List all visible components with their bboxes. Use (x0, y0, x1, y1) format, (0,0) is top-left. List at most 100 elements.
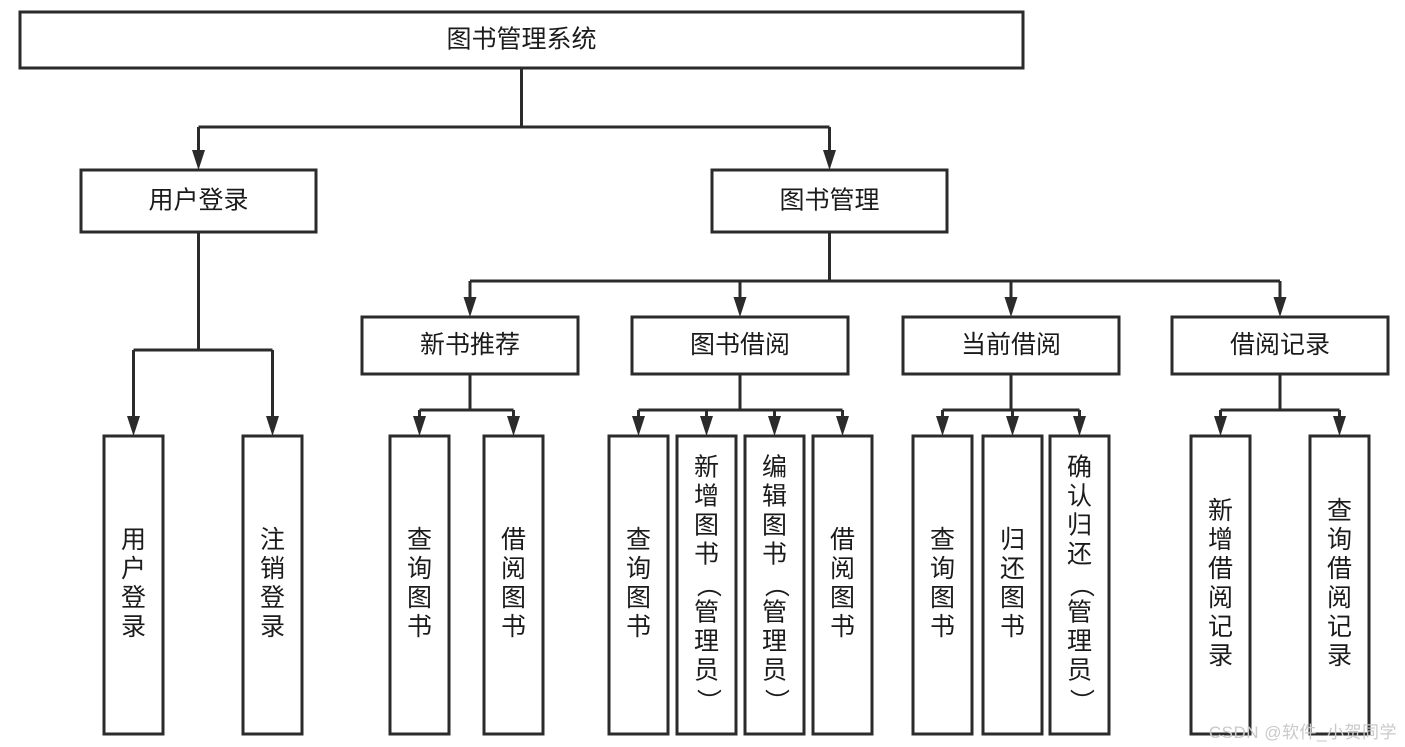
node-box (607, 434, 670, 736)
node-label-char: 新 (1208, 497, 1233, 525)
node-label-char: 注 (260, 526, 285, 554)
node-label-char: 登 (260, 584, 285, 612)
node-label-char: 记 (1208, 613, 1233, 641)
node-label-char: 图 (930, 584, 955, 612)
node-label-char: 书 (762, 541, 787, 569)
node-label-char: 阅 (1208, 584, 1233, 612)
node-current[interactable]: 当前借阅 (901, 315, 1121, 376)
nodes-layer: 图书管理系统用户登录图书管理新书推荐图书借阅当前借阅借阅记录用户登录注销登录查询… (18, 10, 1390, 736)
node-box (710, 168, 949, 234)
node-bookmgmt[interactable]: 图书管理 (710, 168, 949, 234)
node-records[interactable]: 借阅记录 (1170, 315, 1390, 376)
edge-arrowhead (413, 416, 426, 436)
node-label-char: 借 (1208, 555, 1233, 583)
node-label-char: 辑 (762, 483, 787, 511)
node-label: 借阅记录 (1230, 331, 1330, 359)
node-root[interactable]: 图书管理系统 (18, 10, 1025, 70)
edge-arrowhead (733, 297, 747, 317)
node-label-char: 归 (1000, 526, 1025, 554)
edge-arrowhead (768, 416, 781, 436)
edge-arrowhead (1214, 416, 1227, 436)
node-label-char: 还 (1000, 555, 1025, 583)
node-label-char: 记 (1327, 613, 1352, 641)
node-label-char: 户 (121, 555, 146, 583)
node-box (630, 315, 850, 376)
node-box (482, 434, 545, 736)
edge-arrowhead (1333, 416, 1346, 436)
node-login[interactable]: 用户登录 (79, 168, 318, 234)
node-label-char: 认 (1067, 483, 1092, 511)
node-label-char: 阅 (1327, 584, 1352, 612)
node-label-char: 还 (1067, 541, 1092, 569)
node-box (911, 434, 974, 736)
node-label-char: 查 (930, 526, 955, 554)
node-label: 图书管理系统 (446, 26, 596, 54)
node-box (1308, 434, 1371, 736)
node-label-char: 查 (626, 526, 651, 554)
edge-arrowhead (192, 150, 205, 170)
node-label-char: 员 (762, 657, 787, 685)
node-label-char: 借 (501, 526, 526, 554)
node-label-char: 理 (1067, 628, 1092, 656)
node-label-char: 查 (1327, 497, 1352, 525)
node-label-char: 录 (121, 613, 146, 641)
node-leaf-user-login[interactable]: 用户登录 (102, 434, 165, 736)
node-label-char: （ (762, 572, 790, 597)
node-label-char: 录 (260, 613, 285, 641)
node-label: 图书借阅 (690, 331, 790, 359)
node-box (743, 434, 806, 736)
edge-arrowhead (1006, 416, 1019, 436)
node-label-char: 图 (762, 512, 787, 540)
node-label-char: ） (694, 688, 722, 713)
node-box (901, 315, 1121, 376)
node-label-char: 员 (694, 657, 719, 685)
node-label-char: 借 (830, 526, 855, 554)
node-borrow[interactable]: 图书借阅 (630, 315, 850, 376)
node-box (1048, 434, 1111, 736)
node-label-char: （ (694, 572, 722, 597)
node-label-char: 增 (694, 483, 719, 511)
edge-arrowhead (823, 150, 836, 170)
node-label-char: 询 (1327, 526, 1352, 554)
node-label-char: 图 (694, 512, 719, 540)
edge-arrowhead (266, 416, 279, 436)
node-label: 图书管理 (779, 187, 879, 215)
node-label-char: 录 (1327, 642, 1352, 670)
node-label-char: 借 (1327, 555, 1352, 583)
node-box (18, 10, 1025, 70)
node-label-char: 询 (930, 555, 955, 583)
node-label-char: 书 (501, 613, 526, 641)
node-label-char: 书 (407, 613, 432, 641)
node-box (981, 434, 1044, 736)
node-label-char: 管 (762, 599, 787, 627)
node-box (102, 434, 165, 736)
node-label-char: 书 (930, 613, 955, 641)
edge-arrowhead (127, 416, 140, 436)
node-label-char: 理 (762, 628, 787, 656)
node-box (360, 315, 580, 376)
node-label: 新书推荐 (420, 331, 520, 359)
node-box (675, 434, 738, 736)
edges-layer (127, 68, 1346, 436)
node-newbook[interactable]: 新书推荐 (360, 315, 580, 376)
node-box (811, 434, 874, 736)
node-box (1189, 434, 1252, 736)
node-label-char: 新 (694, 454, 719, 482)
edge-arrowhead (1073, 416, 1086, 436)
node-label-char: 阅 (501, 555, 526, 583)
node-label-char: 图 (626, 584, 651, 612)
node-label: 用户登录 (148, 187, 248, 215)
